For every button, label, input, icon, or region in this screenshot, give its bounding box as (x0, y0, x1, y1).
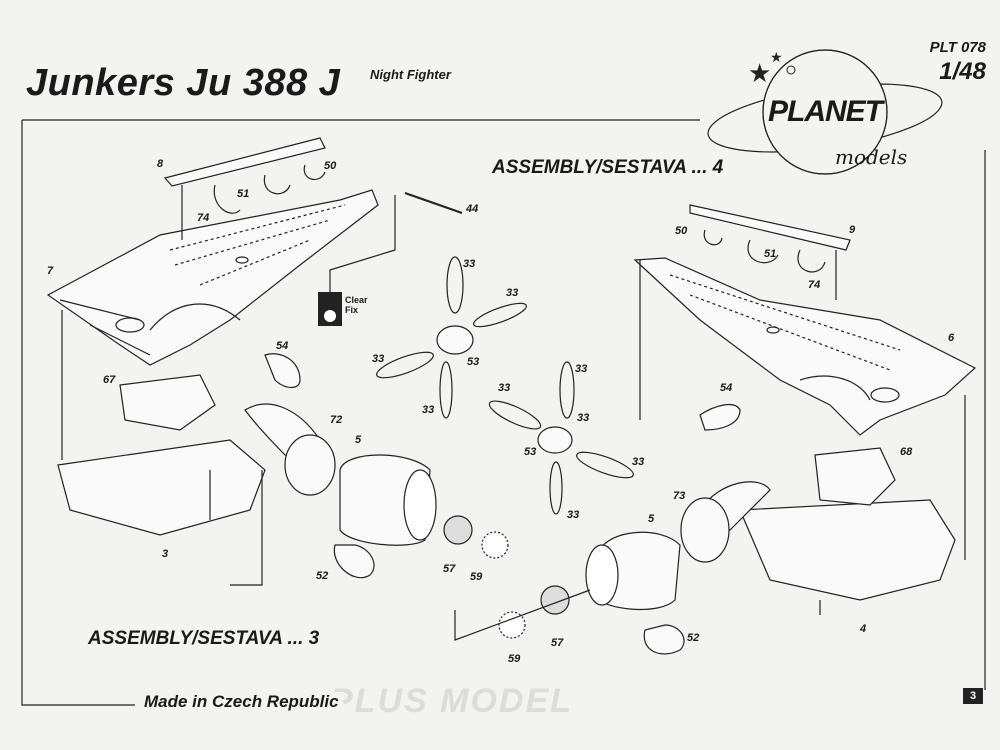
part-number: 54 (276, 340, 289, 352)
assembly-title-3: ASSEMBLY/SESTAVA ... 3 (88, 628, 320, 649)
logo-subword: models (835, 145, 908, 169)
left-gear-door-part-67 (119, 374, 216, 431)
part-number: 33 (463, 258, 476, 270)
part-number: 53 (524, 446, 537, 458)
left-fairings (213, 164, 326, 214)
right-gear-door-part-68 (814, 447, 896, 506)
part-number: 6 (948, 332, 955, 344)
page-title: Junkers Ju 388 J (26, 62, 341, 104)
part-number: 44 (466, 203, 479, 215)
logo-wordmark: PLANET (768, 95, 883, 128)
part-number: 8 (157, 158, 164, 170)
part-number: 3 (162, 548, 169, 560)
part-number: 74 (808, 279, 821, 291)
right-propeller (488, 361, 634, 515)
antenna-44 (404, 192, 463, 214)
right-intake-52 (643, 624, 685, 655)
kit-code: PLT 078 (929, 39, 986, 56)
assembly-title-4: ASSEMBLY/SESTAVA ... 4 (492, 157, 724, 178)
left-exhaust-54 (264, 353, 301, 389)
left-spinner-ring (284, 434, 336, 496)
left-wing (46, 189, 379, 366)
part-number: 52 (687, 632, 700, 644)
part-number: 5 (355, 434, 362, 446)
part-number: 33 (506, 287, 519, 299)
part-number: 33 (632, 456, 645, 468)
right-wing (633, 257, 977, 436)
right-spinner-ring (680, 497, 730, 563)
page-number: 3 (963, 688, 983, 704)
planet-logo (707, 49, 943, 175)
kit-scale: 1/48 (939, 58, 986, 85)
right-fairings (703, 229, 826, 273)
part-number: 33 (422, 404, 435, 416)
part-number: 74 (197, 212, 210, 224)
left-engine-front-57 (443, 515, 473, 545)
part-number: 57 (551, 637, 564, 649)
part-number: 4 (860, 623, 867, 635)
part-number: 73 (673, 490, 686, 502)
part-number: 57 (443, 563, 456, 575)
right-engine-5 (599, 531, 681, 610)
part-number: 7 (47, 265, 54, 277)
guide-lines (61, 185, 966, 641)
part-number: 50 (675, 225, 688, 237)
right-nacelle-lower (739, 499, 956, 601)
part-number: 33 (567, 509, 580, 521)
part-number: 59 (508, 653, 521, 665)
clear-fix-label: Clear Fix (345, 295, 368, 315)
part-number: 54 (720, 382, 733, 394)
frame-line (21, 120, 135, 706)
right-engine-front-57 (540, 585, 570, 615)
made-in-label: Made in Czech Republic (140, 692, 343, 712)
part-number: 51 (764, 248, 777, 260)
part-number: 9 (849, 224, 856, 236)
part-number: 67 (103, 374, 116, 386)
clear-fix-line1: Clear (345, 295, 368, 305)
right-exhaust-54 (699, 403, 741, 431)
left-propeller (376, 256, 528, 419)
part-number: 51 (237, 188, 250, 200)
left-flap-part (163, 137, 326, 187)
part-number: 68 (900, 446, 913, 458)
star-icon: ★ (770, 49, 783, 65)
clear-fix-line2: Fix (345, 305, 359, 315)
part-number: 33 (372, 353, 385, 365)
left-nacelle-lower (57, 439, 266, 536)
part-number: 5 (648, 513, 655, 525)
right-flap-part (689, 204, 851, 251)
part-number: 52 (316, 570, 329, 582)
star-icon: ★ (748, 58, 771, 88)
page-subtitle: Night Fighter (370, 67, 451, 82)
watermark: PLUS MODEL (330, 682, 573, 720)
left-fan-59 (481, 531, 509, 559)
part-number: 50 (324, 160, 337, 172)
part-number: 53 (467, 356, 480, 368)
part-number: 33 (575, 363, 588, 375)
part-number: 33 (577, 412, 590, 424)
part-number: 72 (330, 414, 343, 426)
left-intake-52 (333, 544, 375, 579)
part-number: 59 (470, 571, 483, 583)
part-number: 33 (498, 382, 511, 394)
right-fan-59 (498, 611, 526, 639)
